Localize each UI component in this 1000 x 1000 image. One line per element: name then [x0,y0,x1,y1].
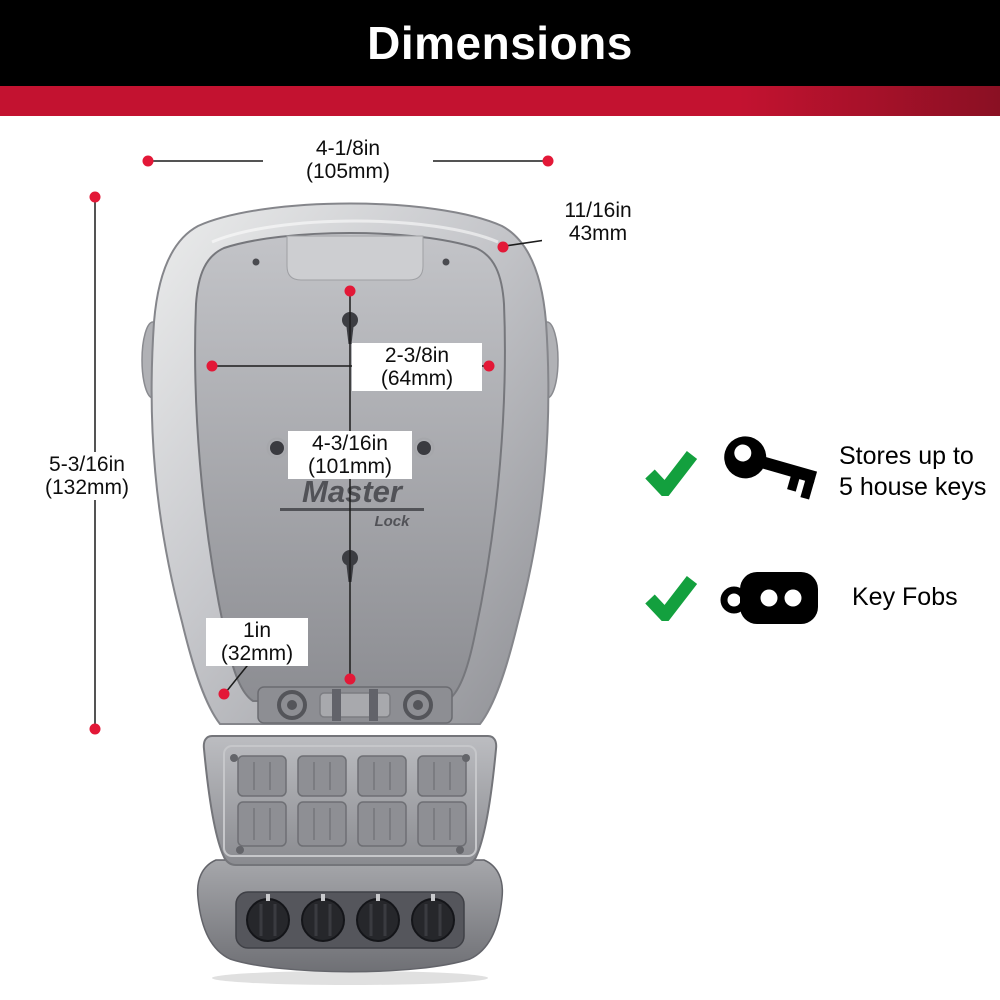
dimension-inner-width-mm: (64mm) [380,367,454,390]
brand-lock: Lock [374,513,410,530]
page-title: Dimensions [367,17,633,69]
dial-3 [356,894,400,942]
hinge-mechanism [257,686,453,724]
leader-line-bottom-offset [225,660,252,693]
feature-key-fobs-text: Key Fobs [852,582,958,613]
shell-top-highlight [211,219,499,244]
dimension-lid-depth-in: 11/16in [564,199,632,222]
feature-house-keys-line1: Stores up to [839,442,974,470]
dimension-inner-height-in: 4-3/16in [312,432,388,455]
product-shadow [212,971,488,985]
dial-4 [411,894,455,942]
feature-house-keys-text: Stores up to 5 house keys [839,441,986,503]
dimension-bottom-offset: 1in (32mm) [206,618,308,666]
dimension-bottom-offset-in: 1in [242,619,272,642]
dimension-top-width: 4-1/8in (105mm) [263,136,433,184]
dimension-lid-depth: 11/16in 43mm [542,198,654,246]
header-bar: Dimensions [0,0,1000,86]
dimension-overall-height-in: 5-3/16in [49,453,125,476]
checkmark-icon [645,451,697,496]
open-door [202,735,498,866]
key-fob-icon [720,572,818,624]
brand-logo: Master Lock [280,474,424,530]
dimension-inner-width-in: 2-3/8in [384,344,450,367]
screw-top-right [442,258,450,266]
feature-house-keys: Stores up to 5 house keys [645,430,986,514]
dimension-overall-height: 5-3/16in (132mm) [28,452,146,500]
dial-1 [246,894,290,942]
dimension-top-width-in: 4-1/8in [315,137,381,160]
dimension-inner-height: 4-3/16in (101mm) [288,431,412,479]
dimension-inner-height-mm: (101mm) [307,455,392,478]
brand-underline [280,508,424,511]
mounting-hole-left [266,437,288,459]
door-slots [237,755,467,847]
dimension-bottom-offset-mm: (32mm) [220,642,294,665]
hanger-tab [286,235,424,281]
mounting-hole-right [413,437,435,459]
feature-key-fobs-line1: Key Fobs [852,582,958,611]
feature-key-fobs: Key Fobs [645,560,958,634]
feature-house-keys-line2: 5 house keys [839,473,987,501]
dimension-overall-height-mm: (132mm) [44,476,129,499]
dimension-inner-width: 2-3/8in (64mm) [352,343,482,391]
dial-2 [301,894,345,942]
checkmark-icon [645,576,697,621]
header-accent-stripe [0,86,1000,116]
dimension-top-width-mm: (105mm) [305,160,390,183]
key-icon [724,436,818,500]
lock-body [196,859,504,973]
combination-dials [246,894,455,942]
dimension-endpoint-dots [89,155,554,735]
dimension-lid-depth-mm: 43mm [568,222,628,245]
screw-top-left [252,258,260,266]
dial-recess [235,891,465,949]
brand-master: Master [302,474,404,509]
